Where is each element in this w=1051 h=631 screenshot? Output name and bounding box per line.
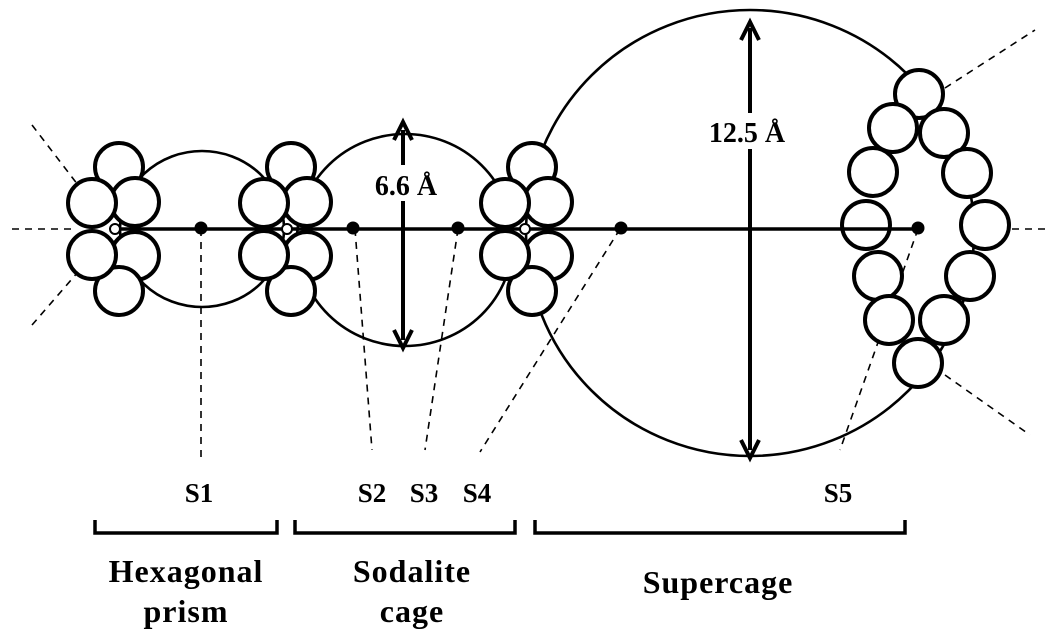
site-label-s3: S3 (410, 478, 439, 508)
ring-hexagonal-left-oxygen-atom (93, 265, 145, 317)
bracket-hexagonal-prism (93, 520, 279, 535)
supercage-arrow-head-top (739, 17, 761, 41)
axis-ring-points (109, 223, 531, 235)
sodalite-dimension-label: 6.6 Å (375, 171, 438, 202)
ring-center-point (109, 223, 121, 235)
site-dot-s3 (451, 221, 465, 235)
ring-sodalite-supercage-oxygen-atom (479, 177, 531, 229)
site-label-s1: S1 (185, 478, 214, 508)
ring-hexagonal-right-oxygen-atom (265, 265, 317, 317)
region-label-sodalite-line1: Sodalite (353, 553, 471, 589)
ring-twelve-member-oxygen-atom (840, 199, 892, 251)
ring-hexagonal-right-oxygen-atom (238, 229, 290, 281)
leader-s2 (354, 228, 373, 451)
ring-twelve-member-oxygen-atom (863, 294, 915, 346)
ring-hexagonal-left-oxygen-atom (66, 229, 118, 281)
dashed-diagonal-lower-left (31, 271, 79, 326)
ring-twelve-member-oxygen-atom (941, 147, 993, 199)
site-dot-s1 (194, 221, 208, 235)
region-label-supercage: Supercage (643, 564, 794, 600)
sodalite-arrow-head-bottom (392, 329, 414, 353)
sodalite-label-backdrop (362, 165, 450, 201)
ring-twelve-member-oxygen-atom (959, 199, 1011, 251)
ring-center-point (519, 223, 531, 235)
dashed-diagonal-upper-right (944, 29, 1036, 89)
ring-twelve-member-oxygen-atom (944, 250, 996, 302)
ring-sodalite-supercage-oxygen-atom (479, 229, 531, 281)
ring-twelve-member-oxygen-atom (893, 68, 945, 120)
site-label-s2: S2 (358, 478, 387, 508)
bracket-supercage (533, 520, 907, 535)
ring-twelve-member-oxygen-atom (867, 102, 919, 154)
ring-sodalite-supercage-oxygen-atom (522, 176, 574, 228)
region-label-sodalite-line2: cage (380, 593, 444, 629)
dashed-diagonal-upper-left (31, 124, 79, 186)
ring-hexagonal-left-oxygen-atom (109, 176, 161, 228)
site-dot-s5 (911, 221, 925, 235)
bracket-sodalite-cage (293, 520, 517, 535)
sodalite-arrow-head-top (392, 117, 414, 141)
supercage-dimension-label: 12.5 Å (709, 118, 786, 149)
supercage-arrow-head-bottom (739, 439, 761, 463)
supercage-label-backdrop (690, 113, 802, 149)
site-dot-s2 (346, 221, 360, 235)
site-label-s4: S4 (463, 478, 492, 508)
ring-sodalite-supercage-oxygen-atom (506, 265, 558, 317)
ring-hexagonal-right-oxygen-atom (281, 176, 333, 228)
site-label-s5: S5 (824, 478, 853, 508)
site-dot-s4 (614, 221, 628, 235)
region-label-hexagonal-line1: Hexagonal (109, 553, 264, 589)
ring-twelve-member-oxygen-atom (918, 294, 970, 346)
ring-twelve-member-oxygen-atom (852, 250, 904, 302)
ring-hexagonal-left-oxygen-atom (66, 177, 118, 229)
ring-twelve-member-oxygen-atom (847, 146, 899, 198)
oxygen-atom-rings (66, 68, 1011, 389)
ring-twelve-member-oxygen-atom (918, 107, 970, 159)
ring-twelve-member-oxygen-atom (892, 337, 944, 389)
supercage-dimension-arrow (739, 17, 761, 463)
sodalite-dimension-arrow (392, 117, 414, 353)
region-label-hexagonal-line2: prism (144, 593, 229, 629)
region-brackets (93, 520, 907, 535)
leader-s4 (479, 228, 621, 453)
ring-center-point (281, 223, 293, 235)
ring-hexagonal-right-oxygen-atom (238, 177, 290, 229)
leader-s3 (424, 228, 459, 451)
cation-site-dots (194, 221, 925, 235)
dashed-diagonal-lower-right (944, 374, 1031, 436)
